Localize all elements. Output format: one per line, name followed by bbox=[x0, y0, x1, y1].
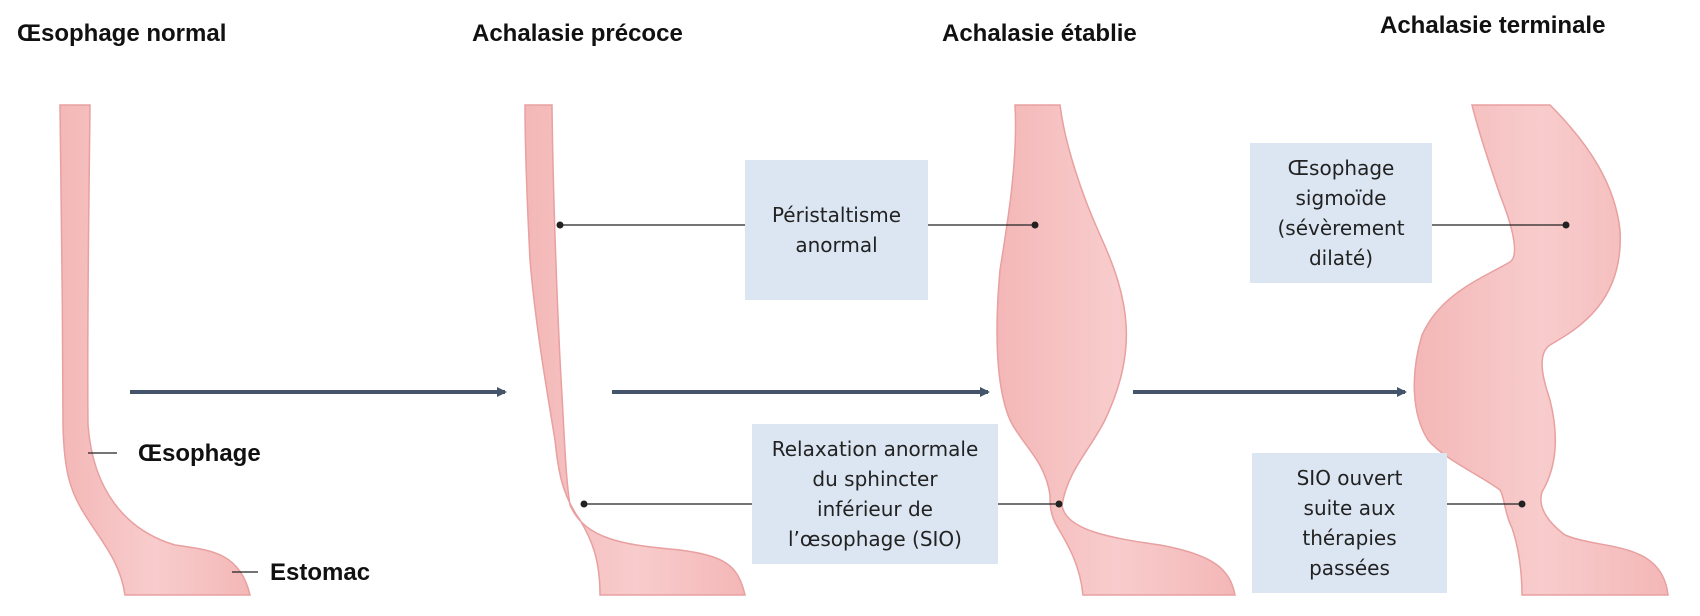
peristalsis-callout: Péristaltisme anormal bbox=[745, 160, 928, 300]
peristalsis-anchor-dot-right bbox=[1031, 221, 1039, 229]
early-achalasia-shape bbox=[524, 104, 746, 596]
open-les-callout-text: SIO ouvert suite aux thérapies passées bbox=[1296, 466, 1403, 580]
stage-title-early: Achalasie précoce bbox=[472, 20, 683, 47]
open-les-anchor-dot bbox=[1518, 500, 1526, 508]
peristalsis-callout-text: Péristaltisme anormal bbox=[771, 203, 902, 257]
stage-title-normal: Œsophage normal bbox=[17, 20, 227, 47]
stomach-label: Estomac bbox=[270, 559, 371, 586]
normal-esophagus-shape bbox=[59, 104, 251, 596]
open-les-callout: SIO ouvert suite aux thérapies passées bbox=[1252, 453, 1447, 593]
end-stage-achalasia-shape bbox=[1413, 104, 1669, 596]
esophagus-label: Œsophage bbox=[138, 440, 261, 467]
sigmoid-callout: Œsophage sigmoïde (sévèrement dilaté) bbox=[1250, 143, 1432, 283]
sigmoid-anchor-dot bbox=[1562, 221, 1570, 229]
les-relaxation-callout-text: Relaxation anormale du sphincter inférie… bbox=[771, 437, 979, 551]
les-relaxation-callout: Relaxation anormale du sphincter inférie… bbox=[752, 424, 998, 564]
stage-title-end-stage: Achalasie terminale bbox=[1380, 12, 1606, 39]
les-anchor-dot-left bbox=[580, 500, 588, 508]
sigmoid-callout-text: Œsophage sigmoïde (sévèrement dilaté) bbox=[1277, 156, 1405, 270]
les-anchor-dot-right bbox=[1055, 500, 1063, 508]
stage-title-established: Achalasie établie bbox=[942, 20, 1137, 47]
established-achalasia-shape bbox=[996, 104, 1236, 596]
peristalsis-anchor-dot-left bbox=[556, 221, 564, 229]
